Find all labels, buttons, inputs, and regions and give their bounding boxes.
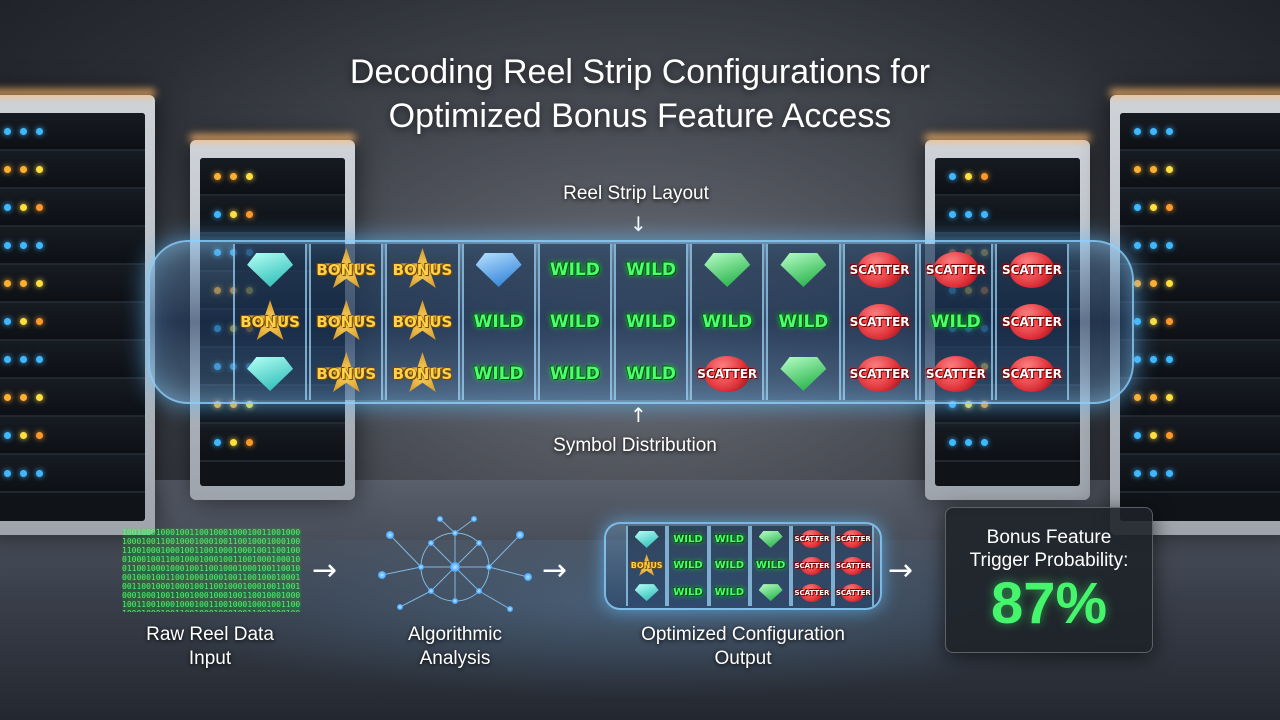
- bonus-symbol: BONUS: [387, 352, 457, 396]
- wild-symbol: WILD: [930, 312, 981, 332]
- wild-symbol: WILD: [549, 364, 600, 384]
- wild-symbol: WILD: [673, 533, 703, 545]
- scatter-symbol: SCATTER: [836, 582, 871, 604]
- arrow-down-icon: ↓: [630, 212, 647, 236]
- reel-column: WILD: [749, 526, 792, 606]
- optimized-configuration-label-line-1: Optimized Configuration: [641, 624, 845, 645]
- bonus-symbol: BONUS: [311, 352, 381, 396]
- scatter-symbol: SCATTER: [836, 555, 871, 577]
- wild-symbol: WILD: [549, 312, 600, 332]
- wild-symbol: WILD: [755, 560, 786, 572]
- scatter-symbol: SCATTER: [845, 248, 915, 292]
- raw-reel-data-label-line-1: Raw Reel Data: [146, 624, 274, 645]
- reel-column: WILD WILD WILD: [613, 244, 689, 400]
- wild-symbol: WILD: [626, 364, 677, 384]
- scatter-symbol: SCATTER: [795, 582, 829, 604]
- probability-title-line-1: Bonus Feature: [986, 527, 1112, 548]
- arrow-right-icon: →: [312, 553, 338, 588]
- neural-network-icon: [378, 516, 532, 612]
- bonus-symbol: BONUS: [387, 300, 457, 344]
- optimized-configuration-label-line-2: Output: [714, 648, 772, 669]
- scatter-symbol: SCATTER: [845, 352, 915, 396]
- probability-value: 87%: [990, 571, 1108, 636]
- wild-symbol: WILD: [714, 587, 745, 599]
- title-line-2: Optimized Bonus Feature Access: [388, 97, 892, 135]
- server-rack-left-front: [0, 89, 155, 535]
- scatter-symbol: SCATTER: [795, 528, 829, 550]
- wild-symbol: WILD: [778, 312, 829, 332]
- bonus-symbol: BONUS: [235, 300, 305, 344]
- scatter-symbol: SCATTER: [997, 248, 1067, 292]
- binary-data-icon: 1001000100010011001000100010011001000100…: [122, 528, 301, 612]
- green-gem-icon: [768, 352, 838, 396]
- optimized-reel-strip: BONUS WILD WILD WILD WILD WILD WILD WILD SCATTER…: [604, 522, 882, 610]
- algorithmic-analysis-label: Algorithmic Analysis: [355, 623, 555, 671]
- bonus-symbol: BONUS: [311, 300, 381, 344]
- wild-symbol: WILD: [673, 587, 703, 599]
- blue-gem-icon: [464, 248, 534, 292]
- reel-column: BONUS BONUS BONUS: [385, 244, 460, 400]
- arrow-right-icon: →: [542, 553, 568, 588]
- wild-symbol: WILD: [473, 312, 524, 332]
- scatter-symbol: SCATTER: [845, 300, 915, 344]
- bonus-symbol: BONUS: [387, 248, 457, 292]
- reel-column: SCATTER SCATTER SCATTER: [994, 244, 1070, 400]
- wild-symbol: WILD: [473, 364, 524, 384]
- green-gem-icon: [754, 582, 788, 604]
- teal-gem-icon: [630, 582, 664, 604]
- page-title: Decoding Reel Strip Configurations for O…: [0, 50, 1280, 138]
- bonus-symbol: BONUS: [311, 248, 381, 292]
- reel-column: BONUS: [626, 526, 668, 606]
- wild-symbol: WILD: [702, 312, 753, 332]
- reel-column: SCATTER SCATTER SCATTER: [832, 526, 874, 606]
- raw-reel-data-label-line-2: Input: [188, 648, 232, 669]
- wild-symbol: WILD: [673, 560, 703, 572]
- optimized-configuration-label: Optimized Configuration Output: [608, 623, 878, 671]
- teal-gem-icon: [235, 248, 305, 292]
- algorithmic-analysis-label-line-1: Algorithmic: [408, 624, 502, 645]
- scatter-symbol: SCATTER: [997, 300, 1067, 344]
- reel-column: WILD: [766, 244, 841, 400]
- scatter-symbol: SCATTER: [921, 248, 991, 292]
- reel-column: SCATTER WILD SCATTER: [918, 244, 993, 400]
- wild-symbol: WILD: [714, 560, 745, 572]
- wild-symbol: WILD: [626, 312, 677, 332]
- reel-column: WILD WILD WILD: [537, 244, 612, 400]
- scatter-symbol: SCATTER: [997, 352, 1067, 396]
- scatter-symbol: SCATTER: [795, 555, 829, 577]
- green-gem-icon: [692, 248, 762, 292]
- arrow-up-icon: ↑: [630, 403, 647, 427]
- scatter-symbol: SCATTER: [692, 352, 762, 396]
- algorithmic-analysis-label-line-2: Analysis: [419, 648, 491, 669]
- probability-panel: Bonus Feature Trigger Probability: 87%: [945, 507, 1153, 653]
- arrow-right-icon: →: [888, 553, 914, 588]
- reel-column: BONUS: [233, 244, 308, 400]
- reel-column: WILD SCATTER: [690, 244, 765, 400]
- scatter-symbol: SCATTER: [921, 352, 991, 396]
- symbol-distribution-label: Symbol Distribution: [553, 435, 717, 456]
- teal-gem-icon: [235, 352, 305, 396]
- title-line-1: Decoding Reel Strip Configurations for: [349, 53, 931, 91]
- reel-column: WILD WILD WILD: [708, 526, 750, 606]
- raw-reel-data-label: Raw Reel Data Input: [110, 623, 310, 671]
- green-gem-icon: [768, 248, 838, 292]
- reel-column: BONUS BONUS BONUS: [309, 244, 384, 400]
- scatter-symbol: SCATTER: [836, 528, 871, 550]
- bonus-symbol: BONUS: [630, 553, 664, 577]
- green-gem-icon: [754, 528, 788, 550]
- reel-column: SCATTER SCATTER SCATTER: [842, 244, 917, 400]
- server-rack-right-front: [1110, 89, 1280, 535]
- probability-title-line-2: Trigger Probability:: [969, 550, 1129, 571]
- teal-gem-icon: [630, 528, 664, 550]
- probability-title: Bonus Feature Trigger Probability:: [946, 526, 1152, 572]
- wild-symbol: WILD: [626, 260, 677, 280]
- reel-strip-layout-label: Reel Strip Layout: [563, 183, 709, 204]
- wild-symbol: WILD: [549, 260, 600, 280]
- wild-symbol: WILD: [714, 533, 745, 545]
- reel-column: SCATTER SCATTER SCATTER: [791, 526, 833, 606]
- reel-column: WILD WILD WILD: [667, 526, 709, 606]
- reel-column: WILD WILD: [461, 244, 536, 400]
